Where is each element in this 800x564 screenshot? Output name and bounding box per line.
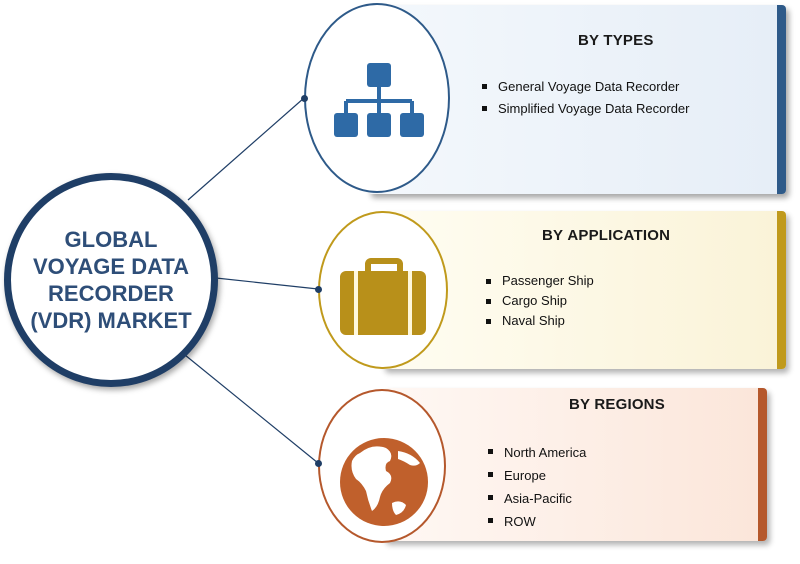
connector-types <box>187 97 305 201</box>
list-item: Europe <box>486 464 586 487</box>
list-item: Passenger Ship <box>484 271 594 291</box>
list-item: Simplified Voyage Data Recorder <box>480 98 690 120</box>
connector-dot-application <box>315 286 322 293</box>
list-item: North America <box>486 441 586 464</box>
globe-icon <box>340 438 428 526</box>
briefcase-icon <box>340 258 426 335</box>
types-title-by: BY <box>578 32 599 49</box>
regions-title-by: BY <box>569 396 590 413</box>
types-list: General Voyage Data Recorder Simplified … <box>480 76 690 120</box>
application-card: BY APPLICATION Passenger Ship Cargo Ship… <box>382 211 786 369</box>
list-item: ROW <box>486 510 586 533</box>
regions-title-main: REGIONS <box>594 396 665 413</box>
application-list: Passenger Ship Cargo Ship Naval Ship <box>484 271 594 331</box>
list-item: Naval Ship <box>484 311 594 331</box>
types-title: BY TYPES <box>578 32 654 49</box>
application-title-main: APPLICATION <box>567 227 671 244</box>
hierarchy-icon <box>334 63 424 137</box>
list-item: General Voyage Data Recorder <box>480 76 690 98</box>
hub-title: GLOBAL VOYAGE DATA RECORDER (VDR) MARKET <box>30 227 192 333</box>
application-title-by: BY <box>542 227 563 244</box>
connector-regions <box>184 354 319 464</box>
types-title-main: TYPES <box>603 32 654 49</box>
regions-icon-circle <box>318 389 446 543</box>
application-icon-circle <box>318 211 448 369</box>
connector-dot-types <box>301 95 308 102</box>
connector-dot-regions <box>315 460 322 467</box>
list-item: Asia-Pacific <box>486 487 586 510</box>
regions-title: BY REGIONS <box>569 396 665 413</box>
types-icon-circle <box>304 3 450 193</box>
types-card: BY TYPES General Voyage Data Recorder Si… <box>368 5 786 194</box>
market-hub-circle: GLOBAL VOYAGE DATA RECORDER (VDR) MARKET <box>4 173 218 387</box>
regions-list: North America Europe Asia-Pacific ROW <box>486 441 586 533</box>
regions-card: BY REGIONS North America Europe Asia-Pac… <box>383 388 767 541</box>
connector-application <box>215 277 319 290</box>
list-item: Cargo Ship <box>484 291 594 311</box>
application-title: BY APPLICATION <box>542 227 670 244</box>
